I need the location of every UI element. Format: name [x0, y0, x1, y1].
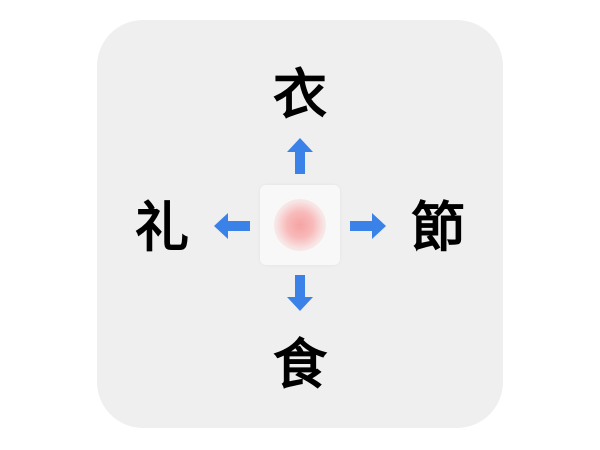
- hidden-answer-tile[interactable]: [260, 185, 340, 265]
- arrow-left-icon: [214, 213, 250, 239]
- kanji-right: 節: [411, 196, 465, 259]
- kanji-left: 礼: [135, 196, 189, 259]
- arrow-up-icon: [287, 138, 313, 174]
- kanji-bottom: 食: [273, 333, 327, 396]
- blurred-answer-placeholder: [274, 199, 326, 251]
- arrow-right-icon: [350, 213, 386, 239]
- kanji-top: 衣: [273, 63, 327, 126]
- arrow-down-icon: [287, 275, 313, 311]
